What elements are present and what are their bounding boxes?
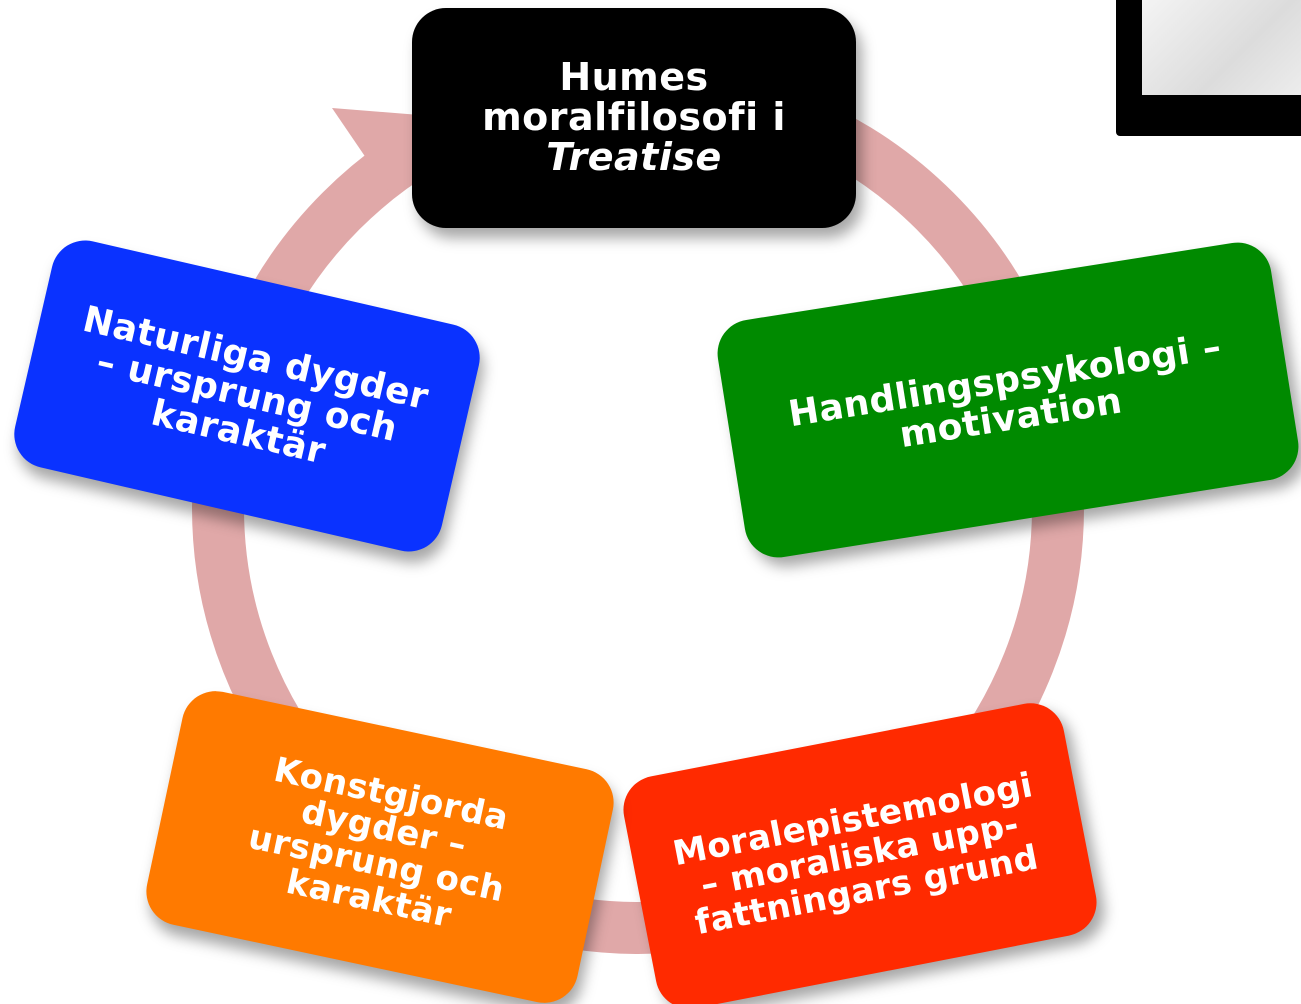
- portrait-image: [1116, 0, 1301, 136]
- cycle-arrowhead: [332, 108, 432, 196]
- title-line-3: Treatise: [546, 134, 722, 179]
- node-title-humes-moralfilosofi: Humes moralfilosofi i Treatise: [412, 8, 856, 228]
- title-line-2: moralfilosofi i: [482, 95, 786, 140]
- portrait-picture: [1142, 0, 1301, 95]
- title-line-1: Humes: [559, 55, 709, 100]
